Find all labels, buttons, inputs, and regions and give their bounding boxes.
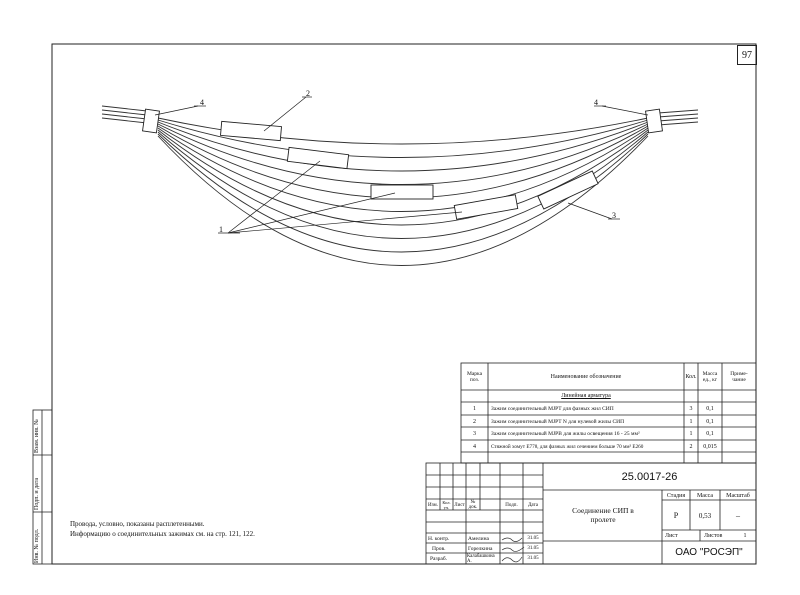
date-checked: 31.05: [527, 546, 539, 551]
callout-3: 3: [612, 211, 616, 220]
spec-table-grid: [460, 362, 757, 464]
col-header-sign: Подп.: [505, 502, 518, 508]
spec-row-1-qty: 3: [689, 405, 693, 412]
spec-row-1-pos: 1: [473, 405, 476, 412]
stage-value: Р: [673, 511, 679, 520]
name-norm-control: Амелина: [468, 535, 489, 542]
role-developed: Разраб.: [430, 555, 448, 562]
doc-number: 25.0017-26: [621, 470, 678, 483]
col-header-list: Лист: [454, 502, 465, 508]
connectors: [220, 120, 599, 220]
name-checked: Горелкина: [468, 545, 493, 552]
end-clamp-left: [142, 108, 160, 134]
role-norm-control: Н. контр.: [428, 535, 450, 542]
side-stamp-inv: Инв. № подл.: [34, 528, 40, 563]
spec-row-1-name: Зажим соединительный MJPT для фазных жил…: [491, 405, 614, 412]
spec-header-mass: Масса ед., кг: [702, 371, 718, 383]
side-stamp-frame: [32, 409, 53, 565]
title-block-grid: [425, 462, 757, 565]
connector-pos3: [537, 170, 599, 210]
col-header-date: Дата: [528, 502, 538, 508]
spec-row-2-qty: 1: [689, 418, 693, 425]
spec-header-qty: Кол.: [685, 374, 697, 380]
spec-row-2-pos: 2: [473, 418, 476, 425]
mass-value: 0,53: [698, 511, 712, 520]
side-stamp-sign: Подп. и дата: [34, 477, 40, 510]
spec-header-note: Приме- чание: [730, 371, 748, 383]
side-stamp-replace: Взам. инв. №: [34, 419, 40, 453]
spec-row-2-name: Зажим соединительный MJPT N для нулевой …: [491, 418, 625, 425]
spec-section-title: Линейная арматура: [561, 393, 611, 399]
scale-label: Масштаб: [726, 492, 750, 499]
mass-label: Масса: [696, 492, 714, 499]
col-header-izm: Изм.: [428, 502, 438, 508]
end-clamp-right: [645, 108, 663, 134]
sheet-label: Лист: [665, 533, 678, 539]
sheets-label: Листов: [704, 533, 723, 539]
organization: ОАО "РОСЭП": [675, 547, 743, 558]
connector-pos1c: [453, 194, 519, 220]
drawing-title: Соединение СИП в пролете: [572, 506, 634, 524]
spec-row-3-name: Зажим соединительный MJPB для жилы освещ…: [491, 430, 640, 437]
spec-row-3-mass: 0,1: [706, 430, 714, 437]
spec-header-name: Наименование обозначение: [550, 374, 622, 380]
signatures: [501, 537, 525, 563]
spec-row-4-pos: 4: [473, 443, 476, 450]
stage-label: Стадия: [666, 492, 686, 499]
col-header-kol: Кол. уч.: [442, 500, 451, 510]
spec-row-4-name: Стяжной хомут E778, для фазных жил сечен…: [491, 443, 644, 450]
role-checked: Пров.: [432, 545, 446, 552]
name-developed: Калабашкина А.: [467, 553, 495, 564]
connector-pos1b: [370, 184, 434, 200]
leader-lines: [154, 96, 649, 234]
spec-header-mark: Марка поз.: [466, 371, 483, 383]
spec-row-2-mass: 0,1: [706, 418, 714, 425]
spec-row-3-pos: 3: [473, 430, 476, 437]
callout-1: 1: [219, 225, 223, 234]
col-header-doc: № док.: [468, 500, 478, 510]
spec-row-1-mass: 0,1: [706, 405, 714, 412]
spec-row-4-mass: 0,015: [703, 443, 717, 450]
date-developed: 31.05: [527, 556, 539, 561]
scale-value: –: [736, 511, 740, 520]
note-line-2: Информацию о соединительных зажимах см. …: [70, 530, 255, 538]
spec-row-4-qty: 2: [689, 443, 693, 450]
note-line-1: Провода, условно, показаны расплетенными…: [70, 520, 205, 528]
sheet-frame: [51, 43, 757, 565]
date-norm-control: 31.05: [527, 536, 539, 541]
page-number: 97: [737, 45, 757, 65]
connector-pos2: [220, 120, 282, 142]
callout-2: 2: [306, 89, 310, 98]
callout-4-left: 4: [200, 98, 204, 107]
connector-pos1a: [286, 146, 350, 170]
callout-4-right: 4: [594, 98, 598, 107]
sheets-value: 1: [743, 533, 747, 539]
spec-row-3-qty: 1: [689, 430, 693, 437]
